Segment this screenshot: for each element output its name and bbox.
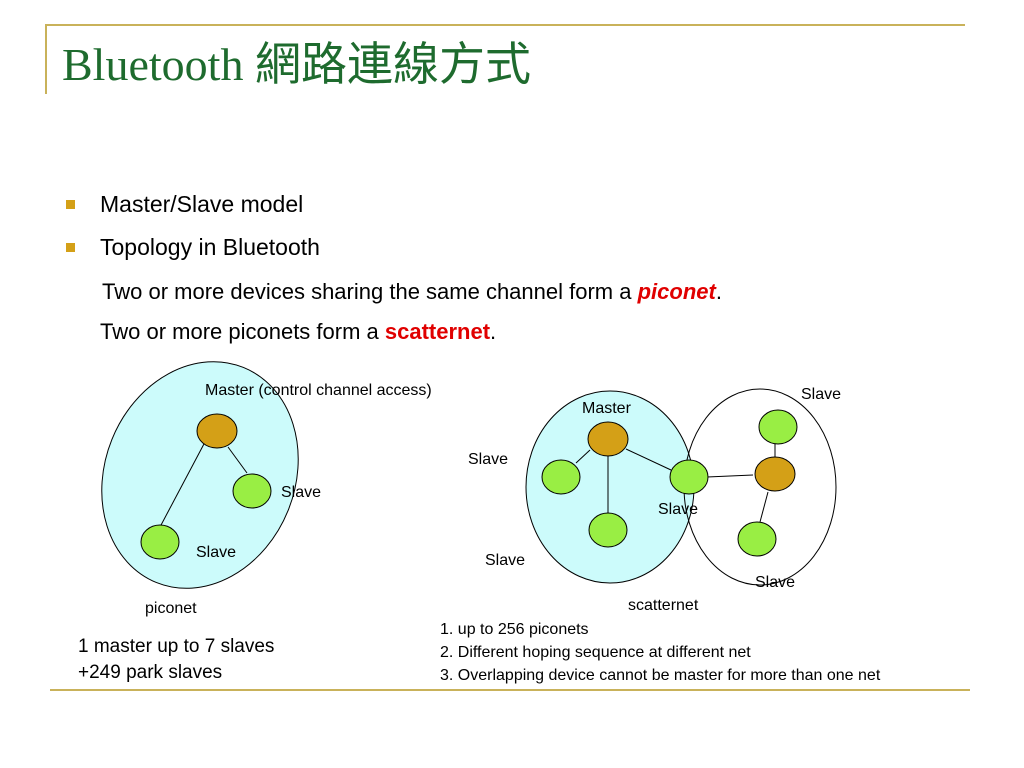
scatternet-definition-end: . <box>490 319 497 344</box>
scatternet-master-node <box>587 421 629 457</box>
scatternet-slave-node <box>541 459 581 495</box>
scatternet-definition: Two or more piconets form a scatternet. <box>100 321 496 343</box>
scatternet-slave-label: Slave <box>658 501 698 518</box>
scatternet-note-item: 2. Different hoping sequence at differen… <box>440 644 751 661</box>
frame-top-line <box>45 24 965 26</box>
piconet-slave-node <box>140 524 180 560</box>
piconet-slave-label: Slave <box>281 484 321 501</box>
scatternet-slave-label: Slave <box>468 451 508 468</box>
scatternet-link <box>625 448 672 471</box>
bullet-marker <box>66 243 75 252</box>
piconet-term: piconet <box>637 279 716 304</box>
bullet-master-slave: Master/Slave model <box>100 191 304 217</box>
piconet-slave-label: Slave <box>196 544 236 561</box>
bullet-topology: Topology in Bluetooth <box>100 234 320 260</box>
piconet-note-line: +249 park slaves <box>78 662 223 683</box>
scatternet-slave-label: Slave <box>755 574 795 591</box>
piconet-master-node <box>196 413 238 449</box>
frame-bottom-line <box>50 689 970 691</box>
scatternet-caption: scatternet <box>628 597 699 614</box>
piconet-definition-text: Two or more devices sharing the same cha… <box>102 279 638 304</box>
scatternet-second-master-node <box>754 456 796 492</box>
scatternet-link <box>759 491 769 523</box>
scatternet-slave-label: Slave <box>801 386 841 403</box>
scatternet-slave-node <box>737 521 777 557</box>
scatternet-definition-text: Two or more piconets form a <box>100 319 385 344</box>
scatternet-slave-node <box>588 512 628 548</box>
piconet-slave-node <box>232 473 272 509</box>
scatternet-notes: 1. up to 256 piconets 2. Different hopin… <box>440 618 880 687</box>
piconet-definition-end: . <box>715 279 722 304</box>
scatternet-link <box>706 474 754 478</box>
piconet-master-label: Master (control channel access) <box>205 382 432 399</box>
scatternet-master-label: Master <box>582 400 632 417</box>
piconet-link <box>227 446 248 474</box>
scatternet-slave-node <box>758 409 798 445</box>
piconet-cluster <box>101 361 299 589</box>
scatternet-link <box>575 449 591 464</box>
piconet-note-line: 1 master up to 7 slaves <box>78 636 275 657</box>
frame-left-line <box>45 24 47 94</box>
piconet-link <box>159 441 206 528</box>
scatternet-note-item: 3. Overlapping device cannot be master f… <box>440 667 881 684</box>
piconet-caption: piconet <box>145 600 197 617</box>
scatternet-note-item: 1. up to 256 piconets <box>440 621 589 638</box>
piconet-capacity-note: 1 master up to 7 slaves +249 park slaves <box>78 634 274 686</box>
bullet-marker <box>66 200 75 209</box>
scatternet-term: scatternet <box>384 319 491 344</box>
page-title: Bluetooth 網路連線方式 <box>62 39 531 90</box>
scatternet-shared-slave-node <box>669 459 709 495</box>
scatternet-slave-label: Slave <box>485 552 525 569</box>
piconet-definition: Two or more devices sharing the same cha… <box>102 281 722 303</box>
